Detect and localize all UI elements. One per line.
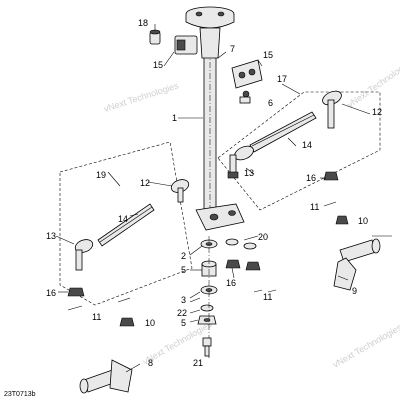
tie-rod-right-group-box xyxy=(217,91,381,211)
spindle-right xyxy=(333,235,392,291)
bolt-21 xyxy=(202,337,212,357)
callout-5: 5 xyxy=(181,265,186,275)
callout-10-left: 10 xyxy=(145,318,155,328)
callout-12-left: 12 xyxy=(140,178,150,188)
tie-rod-left xyxy=(67,179,190,297)
watermark-text: vNext Technologies xyxy=(345,56,400,109)
bracket-15 xyxy=(231,59,263,104)
callout-16-right: 16 xyxy=(306,173,316,183)
callout-15-right: 15 xyxy=(263,50,273,60)
callout-20: 20 xyxy=(258,232,268,242)
callout-7: 7 xyxy=(230,44,235,54)
callout-22: 22 xyxy=(177,308,187,318)
callout-2: 2 xyxy=(181,251,186,261)
callout-3: 3 xyxy=(181,295,186,305)
callout-13-left: 13 xyxy=(46,231,56,241)
callout-9: 9 xyxy=(352,286,357,296)
callout-10-right: 10 xyxy=(358,216,368,226)
steering-column xyxy=(174,6,235,228)
bushing-18 xyxy=(149,29,161,45)
tie-rod-left-group-box xyxy=(59,141,193,306)
nut-10-right xyxy=(335,215,349,225)
spindle-left xyxy=(79,359,133,394)
callout-13-right: 13 xyxy=(244,168,254,178)
column-base-plate xyxy=(195,203,245,231)
drawing-code: 23T0713b xyxy=(4,391,36,398)
callout-6: 6 xyxy=(268,98,273,108)
callout-8: 8 xyxy=(148,358,153,368)
callout-1: 1 xyxy=(172,113,177,123)
callout-16-center: 16 xyxy=(226,278,236,288)
callout-15-left: 15 xyxy=(153,60,163,70)
callout-11-center: 11 xyxy=(263,292,272,302)
bearing-stack xyxy=(197,236,218,340)
watermark-text: vNext Technologies xyxy=(331,322,400,370)
callout-19: 19 xyxy=(96,170,106,180)
callout-5: 5 xyxy=(181,318,186,328)
nut-10-left xyxy=(119,317,135,327)
cotter-pins xyxy=(67,201,337,311)
tie-rod-right xyxy=(227,90,342,181)
callout-14-left: 14 xyxy=(118,214,128,224)
callout-14-right: 14 xyxy=(302,140,312,150)
callouts: 1 2 3 5 5 6 7 8 9 10 10 11 11 11 12 12 1… xyxy=(46,18,382,368)
leader-lines xyxy=(55,24,371,373)
callout-11-right: 11 xyxy=(310,202,319,212)
callout-17: 17 xyxy=(277,74,287,84)
callout-21: 21 xyxy=(193,358,203,368)
callout-12-right: 12 xyxy=(372,107,382,117)
watermark-text: vNext Technologies xyxy=(103,80,181,114)
callout-16-left: 16 xyxy=(46,288,56,298)
washers-20 xyxy=(225,238,261,271)
callout-18: 18 xyxy=(138,18,148,28)
callout-11-left: 11 xyxy=(92,312,101,322)
